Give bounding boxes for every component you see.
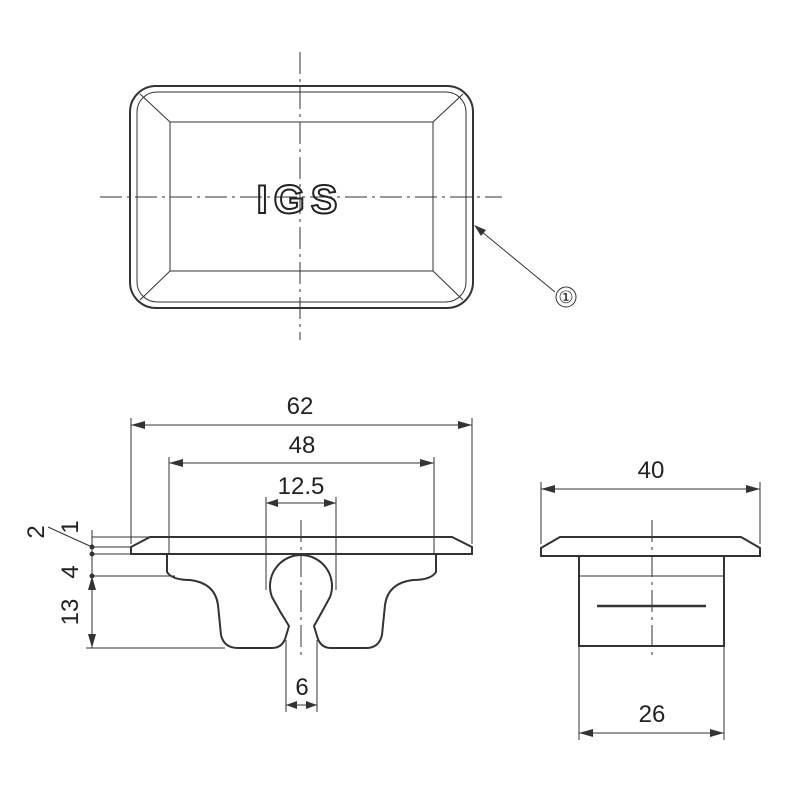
callout-arrow xyxy=(474,225,486,236)
dim-26-label: 26 xyxy=(639,701,666,728)
dim-13-label: 13 xyxy=(57,599,84,626)
dim-2-label: 2 xyxy=(23,525,50,538)
dim-6-label: 6 xyxy=(295,674,308,701)
dim-12-5: 12.5 xyxy=(265,473,337,590)
top-view: IGS ① xyxy=(100,52,577,340)
dim-48-label: 48 xyxy=(289,432,316,459)
dim-4-label: 4 xyxy=(57,565,84,578)
callout-circle xyxy=(555,286,577,308)
dim-1-label: 1 xyxy=(57,520,84,533)
dim-26: 26 xyxy=(578,646,725,740)
dim-48: 48 xyxy=(168,432,435,555)
dim-40-label: 40 xyxy=(638,457,665,484)
dim-62-label: 62 xyxy=(287,393,314,420)
side-view: 40 26 xyxy=(540,457,761,740)
dim-12-5-label: 12.5 xyxy=(278,473,325,500)
dim-40: 40 xyxy=(540,457,761,544)
dim-62: 62 xyxy=(130,393,473,544)
dim-6: 6 xyxy=(285,640,318,712)
dim-vertical-chain: 2 1 4 13 xyxy=(23,520,225,649)
callout-leader xyxy=(475,226,556,293)
side-flange xyxy=(540,536,761,557)
front-view: 62 48 12.5 6 xyxy=(23,393,473,712)
callout-label: ① xyxy=(558,288,573,307)
logo-text: IGS xyxy=(257,178,344,222)
